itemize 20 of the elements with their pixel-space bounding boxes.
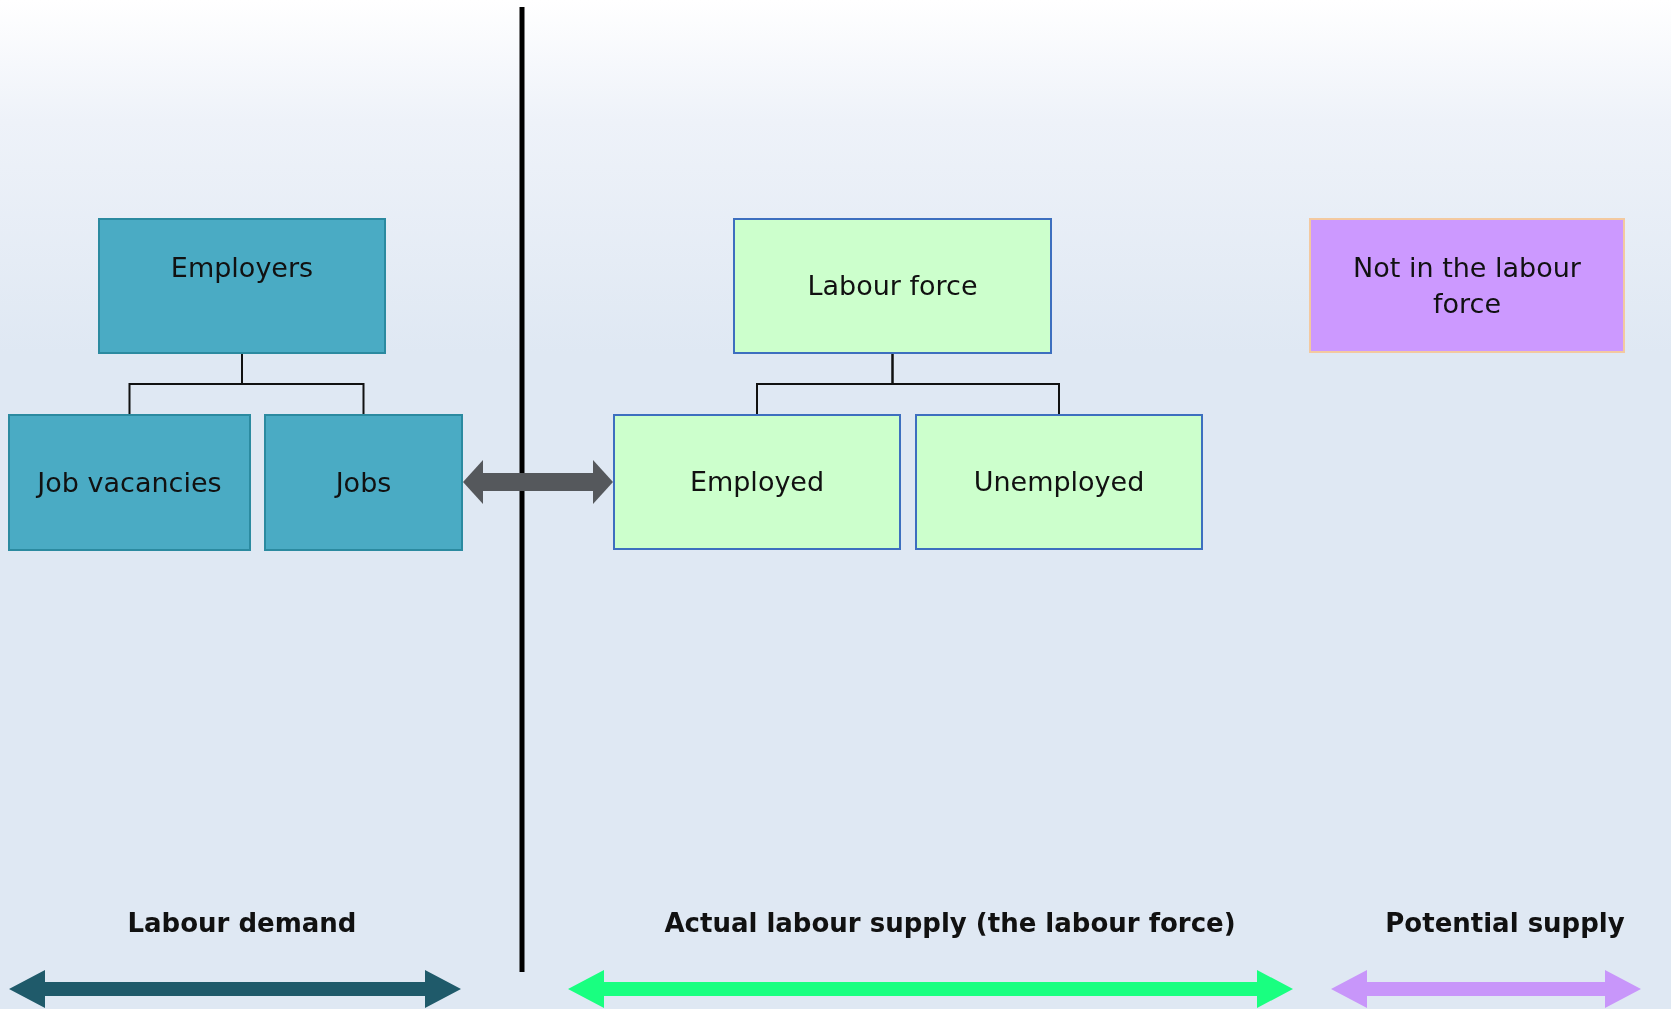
box-label: Employed	[689, 465, 825, 500]
box-label: Not in the labour force	[1352, 251, 1582, 321]
box-label: Jobs	[335, 465, 392, 500]
category-box	[733, 218, 1052, 354]
double-arrow	[463, 460, 613, 504]
box-label: Job vacancies	[37, 465, 222, 500]
category-box	[264, 414, 463, 551]
box-label: Labour force	[807, 269, 978, 304]
category-box	[98, 218, 386, 354]
connector-line	[241, 353, 365, 415]
category-box	[915, 414, 1203, 550]
section-heading: Potential supply	[1385, 908, 1625, 938]
category-box	[613, 414, 901, 550]
box-label: Employers	[170, 251, 314, 285]
box-label: Unemployed	[973, 465, 1145, 500]
section-heading: Actual labour supply (the labour force)	[664, 908, 1236, 938]
section-heading: Labour demand	[127, 908, 357, 938]
category-box	[1309, 218, 1625, 353]
category-box	[8, 414, 251, 551]
connector-line	[891, 353, 1060, 415]
